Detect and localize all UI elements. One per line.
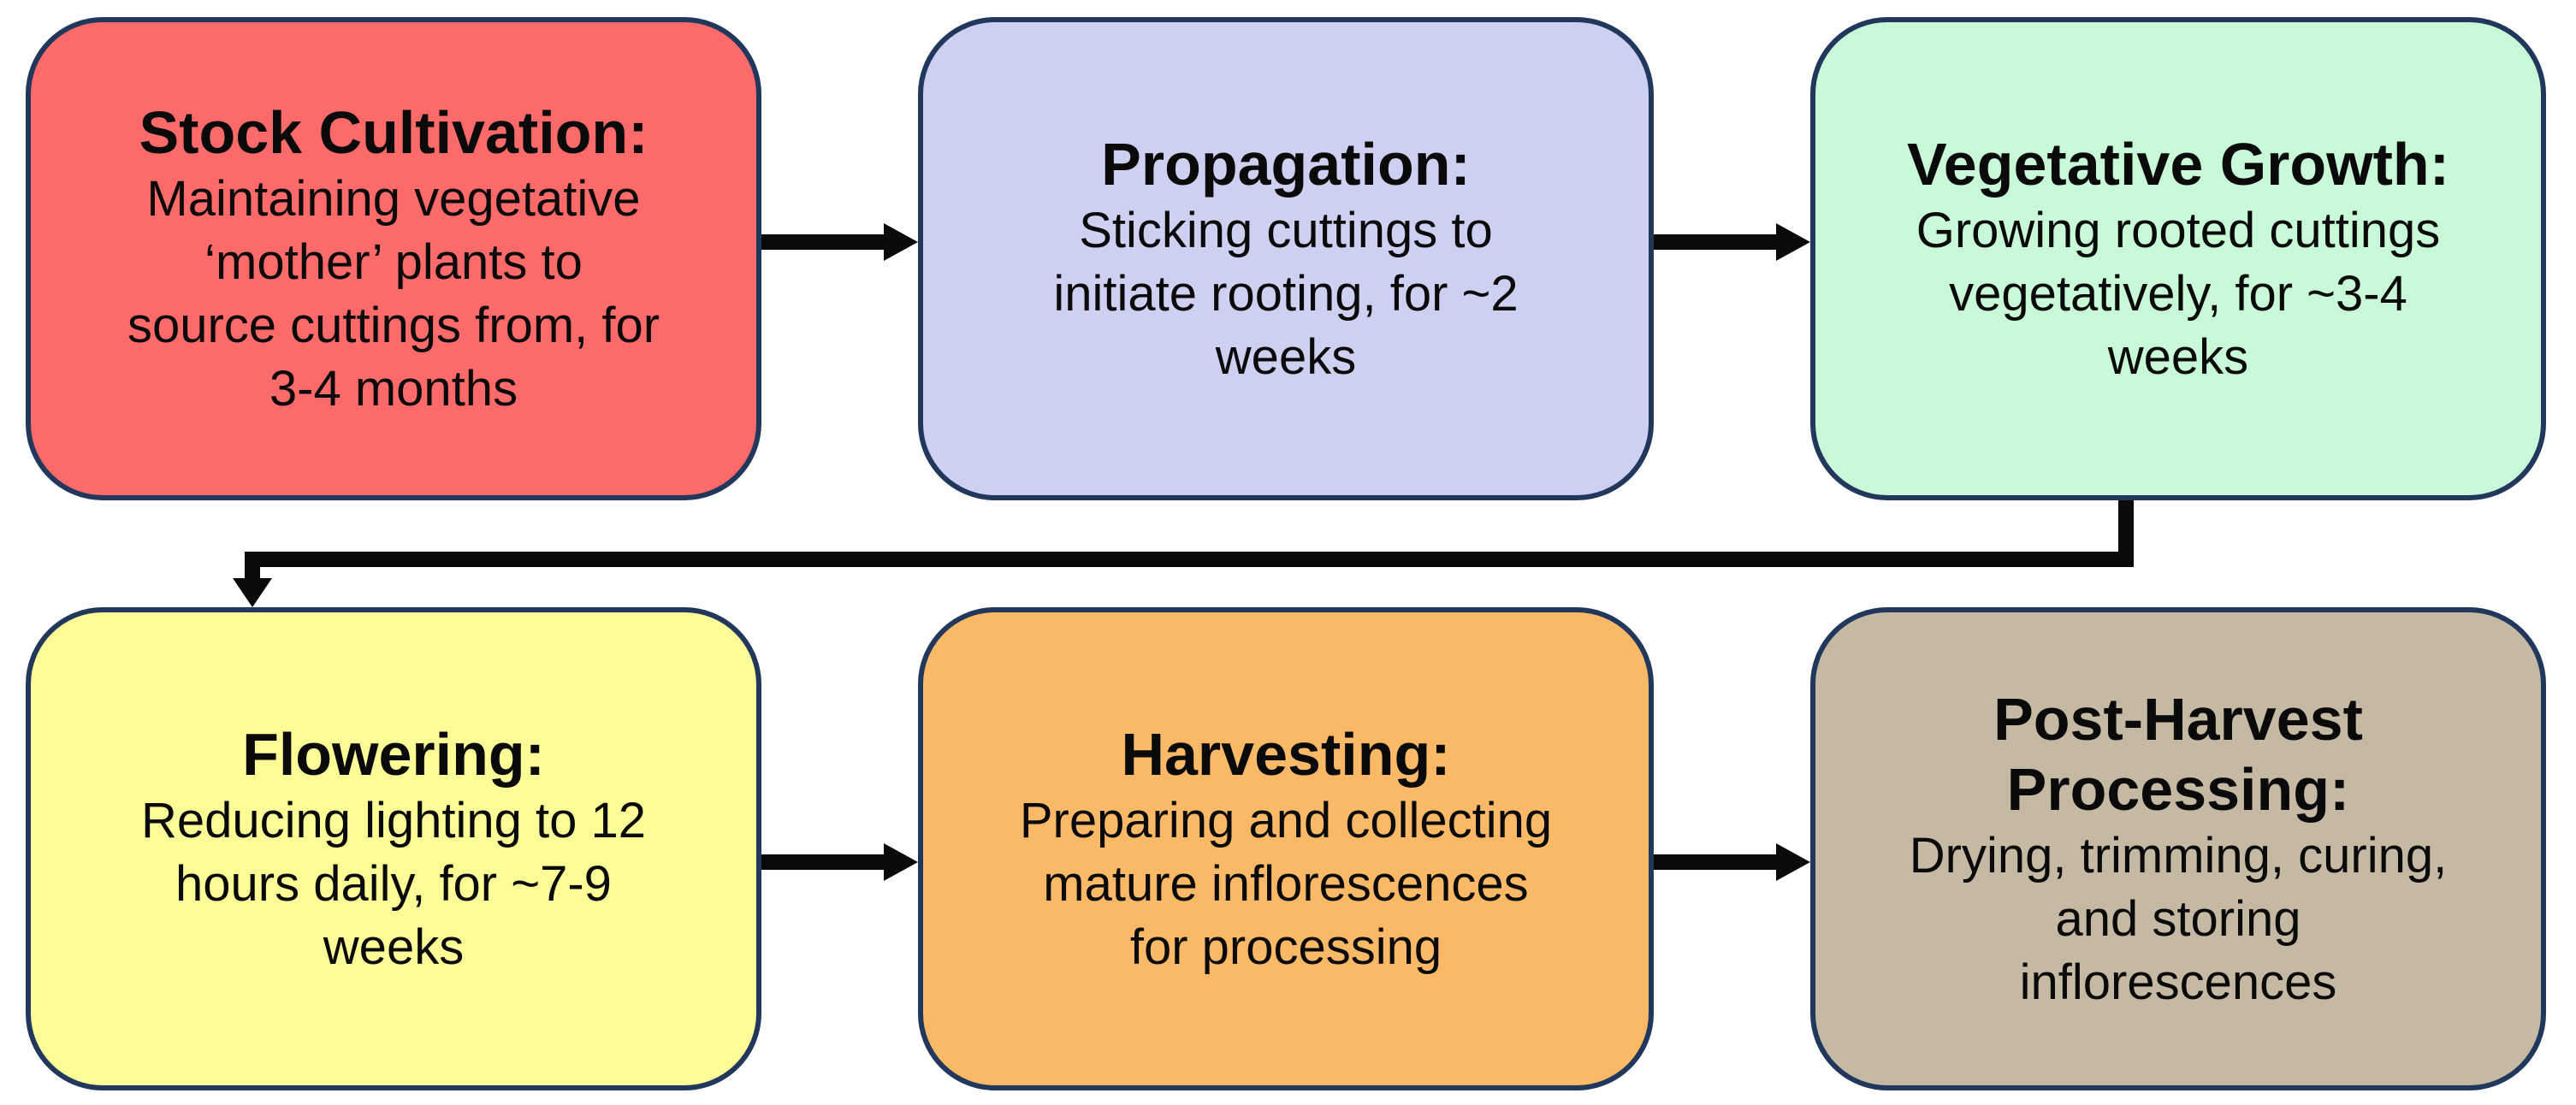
flow-step-stock-cultivation: Stock Cultivation: Maintaining vegetativ… — [26, 17, 761, 500]
arrow-head-right-icon — [884, 843, 918, 881]
arrow-head-right-icon — [1776, 223, 1810, 261]
arrow-propagation-to-vegetative-icon — [1654, 223, 1810, 261]
arrow-head-right-icon — [884, 223, 918, 261]
step-title-stock-cultivation: Stock Cultivation: — [139, 98, 648, 166]
arrow-shaft — [1654, 234, 1778, 250]
step-body-stock-cultivation: Maintaining vegetative‘mother’ plants to… — [127, 170, 660, 417]
step-title-harvesting: Harvesting: — [1121, 720, 1451, 788]
arrow-head-right-icon — [1776, 843, 1810, 881]
arrow-harvesting-to-postharvest-icon — [1654, 843, 1810, 881]
elbow-segment-vertical-from-vegetative — [2118, 500, 2134, 567]
arrow-shaft — [761, 854, 885, 870]
flow-step-vegetative-growth: Vegetative Growth: Growing rooted cuttin… — [1810, 17, 2546, 500]
step-title-vegetative-growth: Vegetative Growth: — [1906, 130, 2450, 198]
arrow-flowering-to-harvesting-icon — [761, 843, 918, 881]
step-title-propagation: Propagation: — [1101, 130, 1471, 198]
arrow-head-down-icon — [233, 578, 272, 607]
arrow-stock-to-propagation-icon — [761, 223, 918, 261]
arrow-shaft — [1654, 854, 1778, 870]
elbow-segment-vertical-to-flowering — [245, 567, 260, 579]
step-title-flowering: Flowering: — [242, 720, 545, 788]
elbow-segment-horizontal — [245, 552, 2134, 567]
arrow-shaft — [761, 234, 885, 250]
